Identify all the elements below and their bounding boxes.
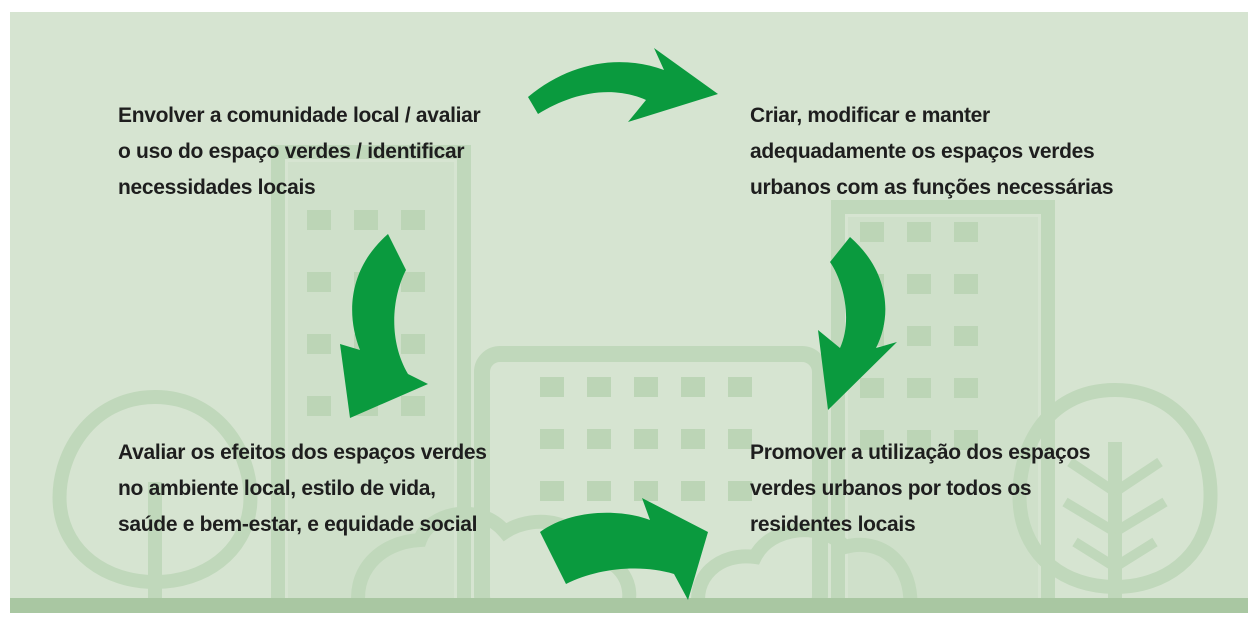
window bbox=[587, 481, 611, 501]
window bbox=[954, 222, 978, 242]
window bbox=[634, 429, 658, 449]
window bbox=[907, 430, 931, 450]
window bbox=[728, 481, 752, 501]
step-bottom-right-text: Promover a utilização dos espaços verdes… bbox=[750, 441, 1091, 536]
window bbox=[860, 222, 884, 242]
window bbox=[728, 429, 752, 449]
cycle-arrow-icon bbox=[528, 48, 718, 122]
window bbox=[907, 274, 931, 294]
cycle-arrow-icon bbox=[540, 498, 708, 600]
window bbox=[307, 272, 331, 292]
window bbox=[587, 377, 611, 397]
window bbox=[907, 378, 931, 398]
cycle-arrow-icon bbox=[340, 234, 428, 418]
ground-strip bbox=[10, 598, 1248, 613]
window bbox=[540, 481, 564, 501]
tree-icon bbox=[52, 389, 258, 613]
window bbox=[401, 334, 425, 354]
window bbox=[907, 222, 931, 242]
window bbox=[307, 396, 331, 416]
window bbox=[954, 430, 978, 450]
cycle-arrows bbox=[340, 48, 897, 600]
cycle-arrow-icon bbox=[818, 237, 897, 410]
window bbox=[634, 481, 658, 501]
window bbox=[401, 210, 425, 230]
window bbox=[681, 377, 705, 397]
step-top-left-text: Envolver a comunidade local / avaliar o … bbox=[118, 104, 481, 199]
diagram-canvas: Envolver a comunidade local / avaliar o … bbox=[10, 12, 1248, 613]
window bbox=[307, 334, 331, 354]
window bbox=[907, 326, 931, 346]
window bbox=[681, 481, 705, 501]
window bbox=[954, 326, 978, 346]
step-bottom-left-text: Avaliar os efeitos dos espaços verdes no… bbox=[118, 441, 487, 536]
window bbox=[307, 210, 331, 230]
bush-icon bbox=[691, 523, 918, 613]
window bbox=[860, 430, 884, 450]
window bbox=[401, 272, 425, 292]
tree-icon bbox=[1012, 382, 1218, 613]
window bbox=[540, 377, 564, 397]
window bbox=[540, 429, 564, 449]
window bbox=[954, 274, 978, 294]
step-top-right-text: Criar, modificar e manter adequadamente … bbox=[750, 104, 1114, 199]
window bbox=[681, 429, 705, 449]
window bbox=[728, 377, 752, 397]
window bbox=[634, 377, 658, 397]
window bbox=[354, 210, 378, 230]
window bbox=[860, 378, 884, 398]
window bbox=[401, 396, 425, 416]
window bbox=[954, 378, 978, 398]
window bbox=[587, 429, 611, 449]
